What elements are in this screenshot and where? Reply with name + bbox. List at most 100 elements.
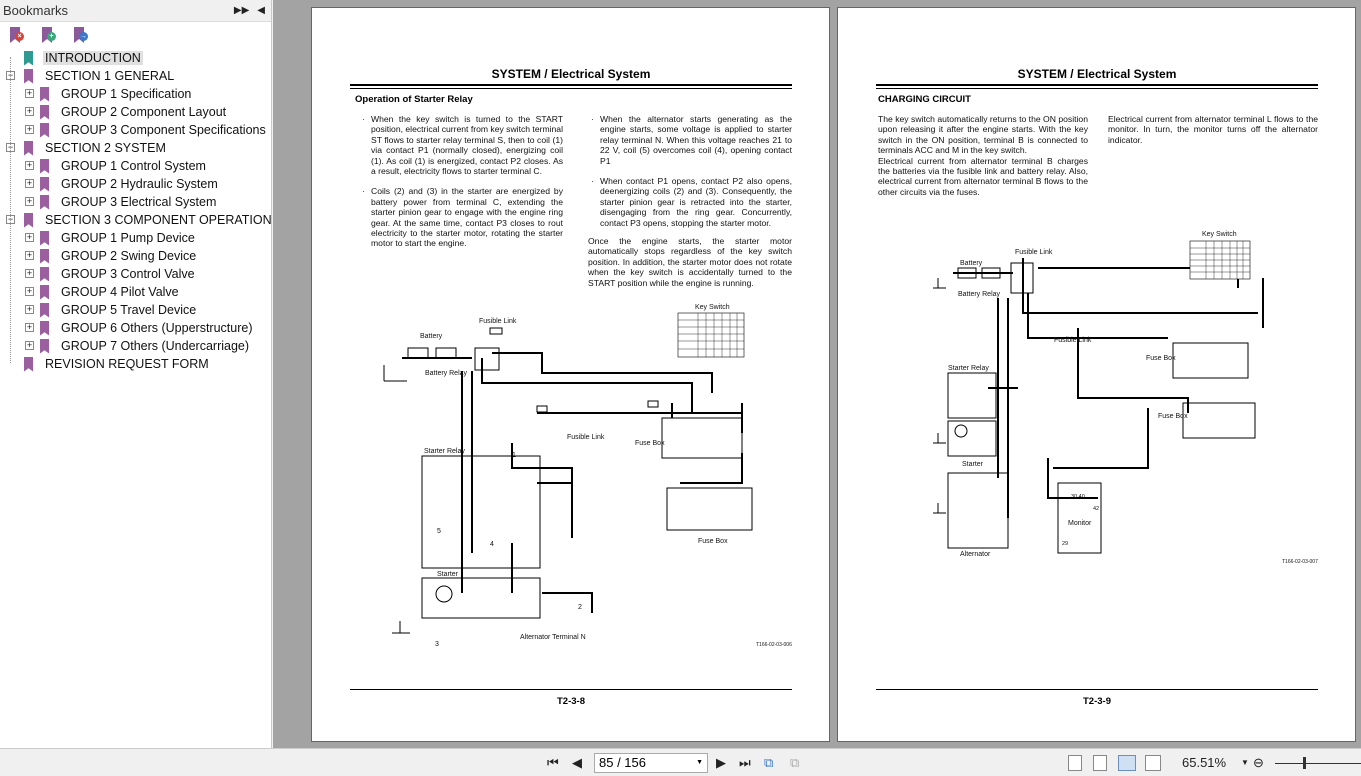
bookmark-item[interactable]: GROUP 7 Others (Undercarriage) <box>40 337 251 355</box>
expand-icon[interactable]: + <box>25 286 34 296</box>
page-title: SYSTEM / Electrical System <box>1017 67 1177 81</box>
bookmark-label: REVISION REQUEST FORM <box>45 357 209 371</box>
svg-text:Monitor: Monitor <box>1068 520 1092 527</box>
bookmark-label: GROUP 5 Travel Device <box>61 303 197 317</box>
document-view: SYSTEM / Electrical System Operation of … <box>273 0 1361 748</box>
expand-icon[interactable]: + <box>25 88 34 98</box>
svg-text:5: 5 <box>437 528 441 535</box>
paragraph: Electrical current from alternator termi… <box>1108 114 1318 145</box>
bookmark-label: GROUP 7 Others (Undercarriage) <box>61 339 250 353</box>
svg-text:Fusible Link: Fusible Link <box>1054 337 1092 344</box>
bookmark-item[interactable]: GROUP 1 Pump Device <box>40 229 197 247</box>
two-page-continuous-view-button[interactable] <box>1145 755 1161 771</box>
expand-icon[interactable]: + <box>25 178 34 188</box>
collapse-panel-icon[interactable]: ◀ <box>257 5 265 16</box>
zoom-slider-thumb[interactable] <box>1303 757 1306 769</box>
expand-icon[interactable]: + <box>25 196 34 206</box>
bookmark-icon <box>24 212 33 228</box>
expand-icon[interactable]: + <box>25 124 34 134</box>
zoom-out-button[interactable]: ⊖ <box>1253 755 1264 770</box>
add-bookmark-button[interactable]: + <box>42 27 56 43</box>
expand-icon[interactable]: + <box>25 232 34 242</box>
bookmark-icon <box>40 320 49 336</box>
bookmark-item[interactable]: GROUP 3 Component Specifications <box>40 121 268 139</box>
svg-text:T166-02-03-007: T166-02-03-007 <box>1282 559 1318 565</box>
bookmark-icon <box>40 248 49 264</box>
bookmark-item[interactable]: SECTION 3 COMPONENT OPERATION <box>24 211 274 229</box>
svg-text:Starter: Starter <box>962 461 984 468</box>
bookmark-item[interactable]: GROUP 3 Electrical System <box>40 193 218 211</box>
svg-text:Battery Relay: Battery Relay <box>425 370 468 377</box>
expand-icon[interactable]: + <box>25 340 34 350</box>
page-number: T2-3-9 <box>1083 696 1111 707</box>
bookmark-label: GROUP 1 Specification <box>61 87 192 101</box>
svg-text:29: 29 <box>1062 541 1068 547</box>
bookmark-icon <box>40 230 49 246</box>
bookmark-item[interactable]: GROUP 3 Control Valve <box>40 265 197 283</box>
page-86: SYSTEM / Electrical System CHARGING CIRC… <box>837 7 1356 742</box>
bookmark-icon <box>40 104 49 120</box>
section-heading: CHARGING CIRCUIT <box>878 94 971 105</box>
last-page-button[interactable]: ⏭ <box>739 755 751 770</box>
bookmark-label: SECTION 3 COMPONENT OPERATION <box>45 213 272 227</box>
bookmark-item[interactable]: REVISION REQUEST FORM <box>24 355 211 373</box>
bookmark-item[interactable]: SECTION 1 GENERAL <box>24 67 176 85</box>
bookmark-label: GROUP 3 Component Specifications <box>61 123 266 137</box>
starter-relay-diagram: Key Switch Battery Battery Relay Fusible… <box>383 304 792 648</box>
continuous-view-button[interactable] <box>1093 755 1107 771</box>
page-number-input[interactable]: 85 / 156▼ <box>594 753 708 773</box>
key-switch-table <box>1189 240 1251 280</box>
expand-icon[interactable]: + <box>25 322 34 332</box>
next-page-button[interactable]: ▶ <box>716 755 726 770</box>
charging-circuit-diagram: Key Switch Battery Battery Relay Fusible… <box>933 231 1318 565</box>
options-icon[interactable]: ▶▶ <box>233 5 250 16</box>
bookmark-item[interactable]: GROUP 1 Control System <box>40 157 208 175</box>
previous-view-icon[interactable]: ⧉ <box>764 755 774 770</box>
bookmarks-title: Bookmarks <box>3 3 69 18</box>
bookmark-icon <box>40 176 49 192</box>
svg-text:Fuse Box: Fuse Box <box>1158 413 1188 420</box>
svg-text:Battery Relay: Battery Relay <box>958 291 1001 298</box>
bookmark-icon <box>40 266 49 282</box>
bookmark-label: GROUP 1 Control System <box>61 159 206 173</box>
first-page-button[interactable]: ⏮ <box>547 755 559 770</box>
svg-text:4: 4 <box>490 541 494 548</box>
go-to-bookmark-button[interactable]: → <box>74 27 88 43</box>
bookmark-item[interactable]: INTRODUCTION <box>24 49 143 67</box>
bookmark-label: GROUP 1 Pump Device <box>61 231 195 245</box>
bookmark-item[interactable]: GROUP 2 Swing Device <box>40 247 198 265</box>
expand-icon[interactable]: + <box>25 160 34 170</box>
page-number: T2-3-8 <box>557 696 585 707</box>
svg-text:Fuse Box: Fuse Box <box>698 538 728 545</box>
single-page-view-button[interactable] <box>1068 755 1082 771</box>
zoom-level[interactable]: 65.51% <box>1182 755 1227 770</box>
bookmark-item[interactable]: SECTION 2 SYSTEM <box>24 139 168 157</box>
bookmark-item[interactable]: GROUP 5 Travel Device <box>40 301 198 319</box>
bookmark-label: GROUP 2 Swing Device <box>61 249 197 263</box>
bookmark-icon <box>24 50 33 66</box>
bookmark-item[interactable]: GROUP 6 Others (Upperstructure) <box>40 319 255 337</box>
expand-icon[interactable]: + <box>25 106 34 116</box>
zoom-dropdown-icon[interactable]: ▼ <box>1241 758 1249 767</box>
bookmark-item[interactable]: GROUP 1 Specification <box>40 85 193 103</box>
expand-icon[interactable]: + <box>25 250 34 260</box>
navigation-toolbar: ⏮ ◀ 85 / 156▼ ▶ ⏭ ⧉ ⧉ 65.51% ▼ ⊖ <box>0 748 1361 776</box>
bookmark-item[interactable]: GROUP 4 Pilot Valve <box>40 283 181 301</box>
svg-text:Battery: Battery <box>960 260 983 267</box>
expand-icon[interactable]: + <box>25 304 34 314</box>
bookmark-label: GROUP 3 Electrical System <box>61 195 217 209</box>
two-page-view-button[interactable] <box>1118 755 1136 771</box>
paragraph: Once the engine starts, the starter moto… <box>588 236 792 288</box>
delete-bookmark-button[interactable]: × <box>10 27 24 43</box>
bookmark-icon <box>40 302 49 318</box>
bookmark-item[interactable]: GROUP 2 Component Layout <box>40 103 228 121</box>
section-heading: Operation of Starter Relay <box>355 94 473 105</box>
previous-page-button[interactable]: ◀ <box>572 755 582 770</box>
bookmark-item[interactable]: GROUP 2 Hydraulic System <box>40 175 220 193</box>
bookmark-icon <box>40 284 49 300</box>
svg-text:1: 1 <box>512 452 516 459</box>
bookmarks-header: Bookmarks ▶▶ ◀ <box>0 0 271 22</box>
expand-icon[interactable]: + <box>25 268 34 278</box>
zoom-slider[interactable] <box>1275 763 1361 764</box>
